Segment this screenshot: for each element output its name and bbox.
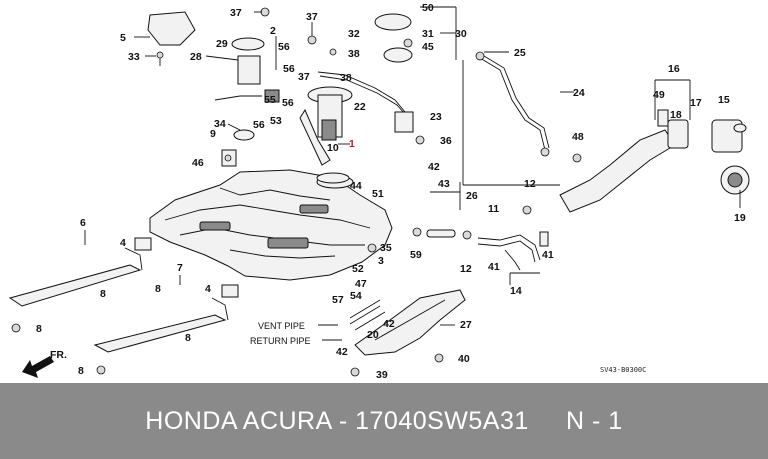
callout-37a: 37	[230, 7, 242, 19]
callout-41b: 41	[488, 261, 500, 273]
tank-strap-6	[8, 237, 152, 307]
callout-4b: 4	[205, 283, 211, 295]
callout-30: 30	[455, 28, 467, 40]
callout-labels: 37 2 37 50 5 28 29 56 32 31 45 30 33 38 …	[36, 2, 746, 381]
callout-17: 17	[690, 97, 702, 109]
callout-3: 3	[378, 255, 384, 267]
callout-20: 20	[367, 329, 379, 341]
fuel-pump-unit	[299, 86, 353, 184]
callout-35: 35	[380, 242, 392, 254]
footer-part-number: HONDA ACURA - 17040SW5A31 N - 1	[145, 406, 623, 435]
callout-54: 54	[350, 290, 362, 302]
footer-bar: HONDA ACURA - 17040SW5A31 N - 1	[0, 383, 768, 459]
callout-4a: 4	[120, 237, 126, 249]
callout-57: 57	[332, 294, 344, 306]
leader-lines	[84, 6, 741, 341]
callout-38b: 38	[340, 72, 352, 84]
callout-56a: 56	[278, 41, 290, 53]
callout-16: 16	[668, 63, 680, 75]
callout-1: 1	[349, 138, 355, 150]
callout-2: 2	[270, 25, 276, 37]
callout-7: 7	[177, 262, 183, 274]
callout-29: 29	[216, 38, 228, 50]
callout-14: 14	[510, 285, 522, 297]
callout-19: 19	[734, 212, 746, 224]
callout-24: 24	[573, 87, 585, 99]
callout-11: 11	[488, 203, 499, 215]
heat-shield	[354, 289, 466, 356]
callout-50: 50	[422, 2, 434, 14]
callout-56c: 56	[282, 97, 294, 109]
callout-47: 47	[355, 278, 367, 290]
callout-8b: 8	[155, 283, 161, 295]
callout-32: 32	[348, 28, 360, 40]
front-marker-label: FR.	[50, 349, 67, 361]
parts-diagram: FR. 37 2 37 50 5 28 29 56 32 31 45 30 33…	[8, 2, 750, 381]
callout-37c: 37	[298, 71, 310, 83]
callout-43: 43	[438, 178, 450, 190]
gauge-sender	[214, 37, 280, 167]
callout-26: 26	[466, 190, 478, 202]
callout-42b: 42	[383, 318, 395, 330]
callout-27: 27	[460, 319, 472, 331]
callout-18: 18	[670, 109, 682, 121]
callout-9: 9	[210, 128, 216, 140]
callout-37b: 37	[306, 11, 318, 23]
callout-8c: 8	[36, 323, 42, 335]
filler-neck	[559, 109, 750, 213]
filler-cap-parts	[374, 13, 413, 63]
callout-25: 25	[514, 47, 526, 59]
callout-23: 23	[430, 111, 442, 123]
upper-hose	[317, 71, 411, 119]
callout-10: 10	[327, 142, 339, 154]
callout-46: 46	[192, 157, 204, 169]
fuel-tank	[149, 169, 393, 281]
callout-49: 49	[653, 89, 665, 101]
tank-strap-7	[93, 284, 239, 353]
filler-hose-25	[475, 51, 550, 157]
callout-56b: 56	[283, 63, 295, 75]
top-bracket	[147, 11, 196, 66]
callout-5: 5	[120, 32, 126, 44]
callout-41a: 41	[542, 249, 554, 261]
callout-36: 36	[440, 135, 452, 147]
callout-42c: 42	[336, 346, 348, 358]
part-code: SV43-B0300C	[600, 366, 646, 374]
callout-31: 31	[422, 28, 434, 40]
callout-51: 51	[372, 188, 384, 200]
callout-40: 40	[458, 353, 470, 365]
vent-pipe-label: VENT PIPE	[258, 321, 305, 331]
callout-55: 55	[264, 94, 276, 106]
vent-return-pipes	[349, 229, 456, 331]
callout-48: 48	[572, 131, 584, 143]
callout-45: 45	[422, 41, 434, 53]
callout-8e: 8	[78, 365, 84, 377]
fasteners	[11, 7, 582, 377]
callout-56d: 56	[253, 119, 265, 131]
clamp-bracket	[394, 111, 414, 133]
callout-38a: 38	[348, 48, 360, 60]
callout-39: 39	[376, 369, 388, 381]
callout-34: 34	[214, 118, 226, 130]
callout-53: 53	[270, 115, 282, 127]
callout-42a: 42	[428, 161, 440, 173]
callout-28: 28	[190, 51, 202, 63]
callout-8a: 8	[100, 288, 106, 300]
callout-15: 15	[718, 94, 730, 106]
return-pipe-label: RETURN PIPE	[250, 336, 311, 346]
callout-59: 59	[410, 249, 422, 261]
callout-12a: 12	[524, 178, 536, 190]
callout-22: 22	[354, 101, 366, 113]
callout-33: 33	[128, 51, 140, 63]
callout-6: 6	[80, 217, 86, 229]
callout-52: 52	[352, 263, 364, 275]
filler-pipe-hose	[477, 231, 549, 271]
callout-44: 44	[350, 180, 362, 192]
callout-8d: 8	[185, 332, 191, 344]
callout-12b: 12	[460, 263, 472, 275]
front-arrow: FR.	[22, 349, 67, 378]
